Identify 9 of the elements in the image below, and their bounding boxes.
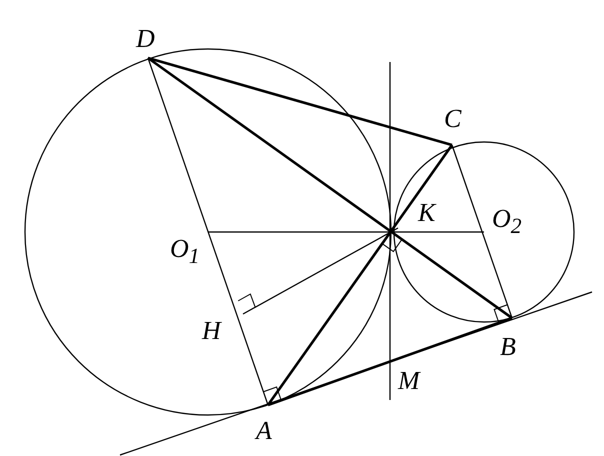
point-label: H [202, 318, 221, 344]
point-label: O$_{1}$ [170, 236, 200, 268]
point-label: C [444, 106, 462, 132]
point-label: A [256, 418, 272, 444]
point-label: B [500, 334, 516, 360]
point-label: M [398, 368, 420, 394]
point-label: K [418, 200, 436, 226]
point-label: D [136, 26, 155, 52]
point-label: O$_{2}$ [492, 206, 522, 238]
